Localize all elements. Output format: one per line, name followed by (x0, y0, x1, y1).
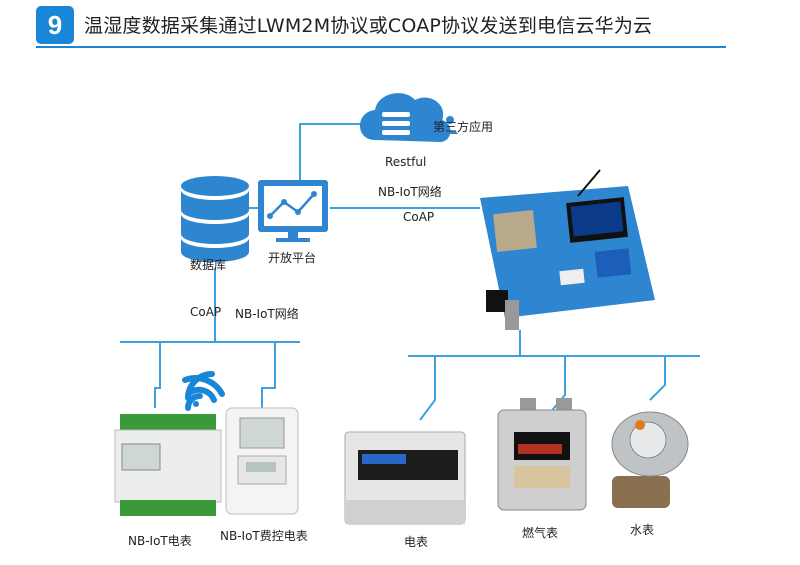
meter-nbiot-image (115, 414, 221, 516)
chart-monitor-icon (258, 180, 328, 242)
network-lower-label: NB-IoT网络 (235, 305, 299, 322)
network-upper-label: NB-IoT网络 (378, 183, 442, 200)
coap-lower-label: CoAP (190, 305, 221, 319)
meter-water-image (612, 412, 688, 508)
cloud-label: Restful (385, 155, 426, 169)
third-party-label: 第三方应用 (433, 118, 493, 135)
database-label: 数据库 (190, 256, 226, 273)
meter-electric-label: 电表 (404, 533, 428, 550)
meter-electric-image (345, 432, 465, 524)
line-cloud-platform (300, 124, 365, 182)
line-right-drop1 (420, 356, 435, 420)
database-icon (181, 176, 249, 262)
platform-label: 开放平台 (268, 249, 316, 266)
meter-water-label: 水表 (630, 521, 654, 538)
meter-gas-label: 燃气表 (522, 524, 558, 541)
meter-prepaid-label: NB-IoT费控电表 (220, 527, 308, 544)
board-image (480, 170, 655, 330)
coap-upper-label: CoAP (403, 210, 434, 224)
meter-gas-image (498, 398, 586, 510)
meter-nbiot-label: NB-IoT电表 (128, 532, 192, 549)
line-right-drop3 (650, 356, 665, 400)
line-left-drop1 (155, 342, 160, 408)
line-left-drop2 (262, 342, 275, 410)
meter-prepaid-image (226, 408, 298, 514)
